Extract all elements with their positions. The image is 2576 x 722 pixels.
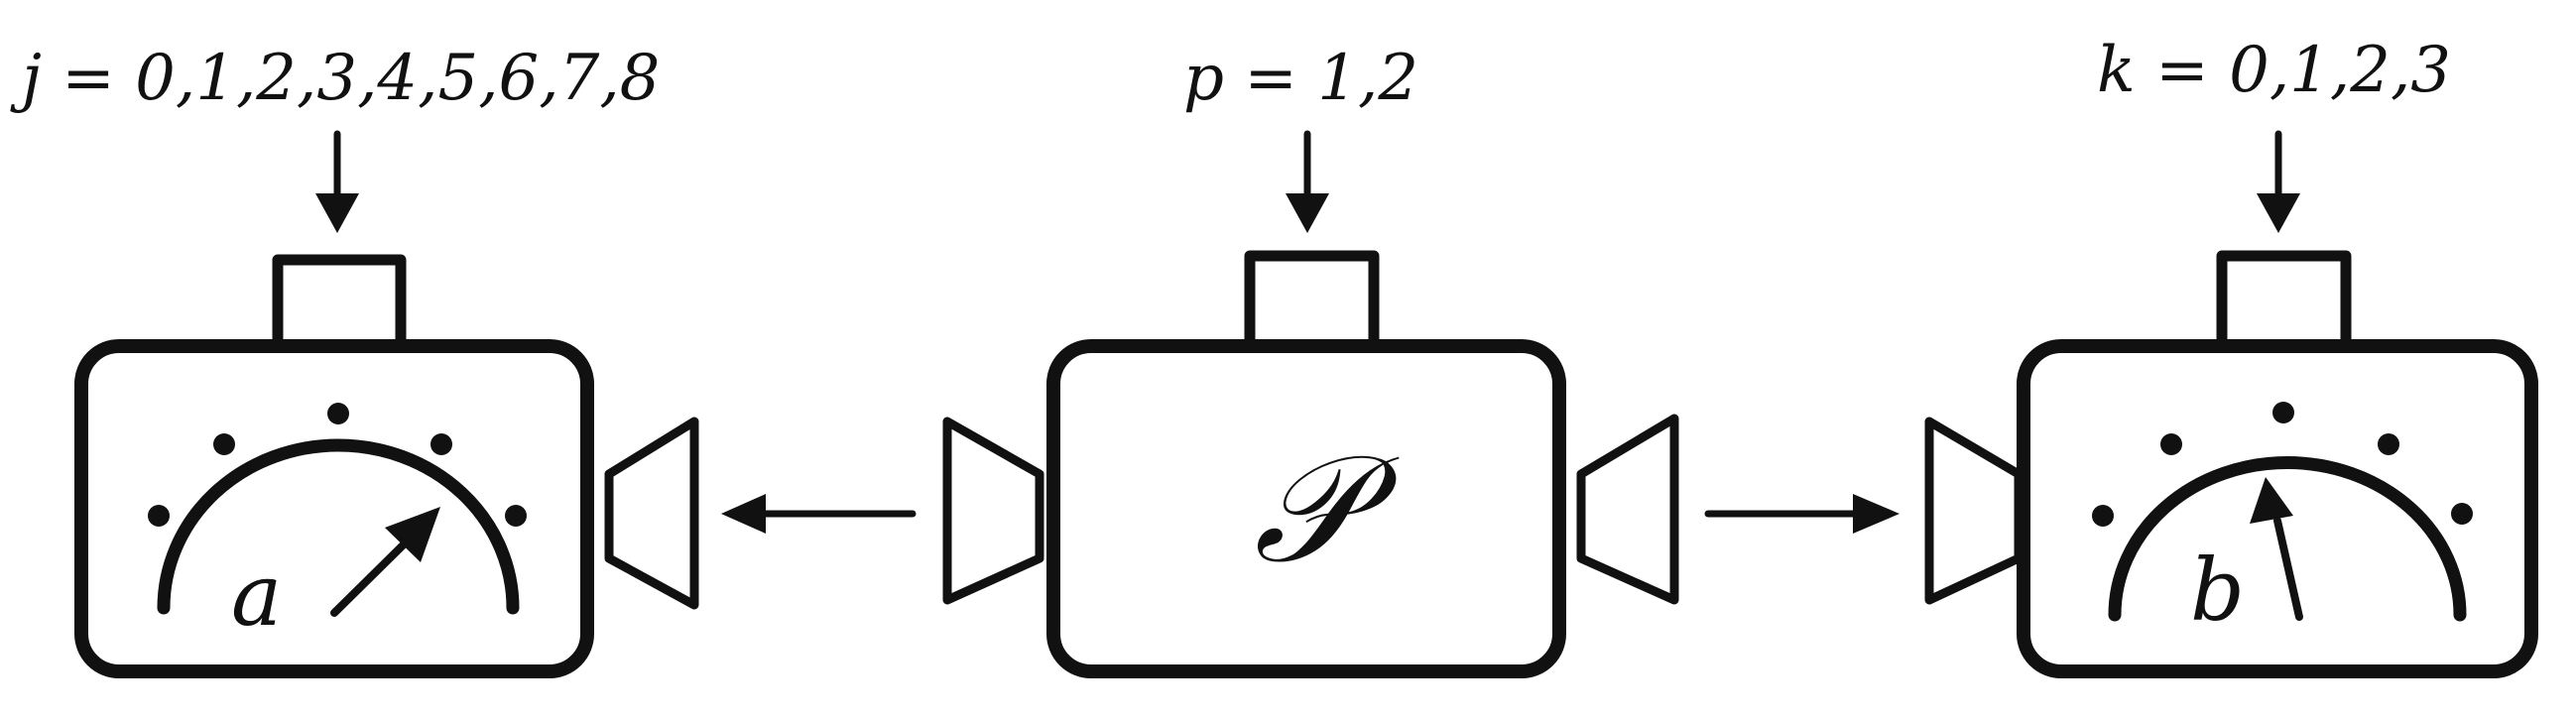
gauge-arc-a [157,438,520,615]
input-port-p [942,417,1044,605]
needle-tip-b [2250,477,2293,524]
setting-arrow-k [2257,134,2300,233]
needle-b [2273,517,2303,621]
meter-dial-a [148,403,527,617]
setting-label-p: p = 1,2 [1183,42,1418,115]
meter-dial-b [2092,402,2473,622]
outcome-label-a: a [231,546,282,646]
tick-dot [505,505,527,527]
tick-dot [430,433,452,455]
flow-arrow-to-b [1704,494,1900,534]
port-a [604,417,699,610]
tick-dot [2092,505,2114,527]
tick-dot [2378,433,2399,455]
needle-tip-a [385,507,440,562]
device-body-p [1046,339,1566,678]
setting-knob-p [1244,250,1380,342]
setting-label-k: k = 0,1,2,3 [2097,34,2451,107]
needle-a [330,536,413,617]
gauge-arc-b [2108,455,2467,622]
tick-dot [2160,433,2182,455]
measurement-device-a: j = 0,1,2,3,4,5,6,7,8 a [10,42,699,678]
tick-dot [148,505,170,527]
tick-dot [327,403,349,424]
tick-dot [213,433,235,455]
setting-knob-a [272,254,407,342]
setting-arrow-j [315,134,359,233]
outcome-label-b: b [2190,542,2245,641]
tick-dot [2272,402,2294,423]
measurement-device-b: k = 0,1,2,3 b [1924,34,2538,678]
source-device: p = 1,2 𝒫 [942,42,1679,678]
output-port-p [1576,414,1679,605]
device-body-a [74,339,594,678]
setting-label-j: j = 0,1,2,3,4,5,6,7,8 [10,42,660,115]
tick-dot [2451,503,2473,525]
flow-arrow-to-a [721,494,917,534]
port-b [1924,417,2024,605]
setting-arrow-p [1286,134,1329,233]
setting-knob-b [2216,250,2352,342]
